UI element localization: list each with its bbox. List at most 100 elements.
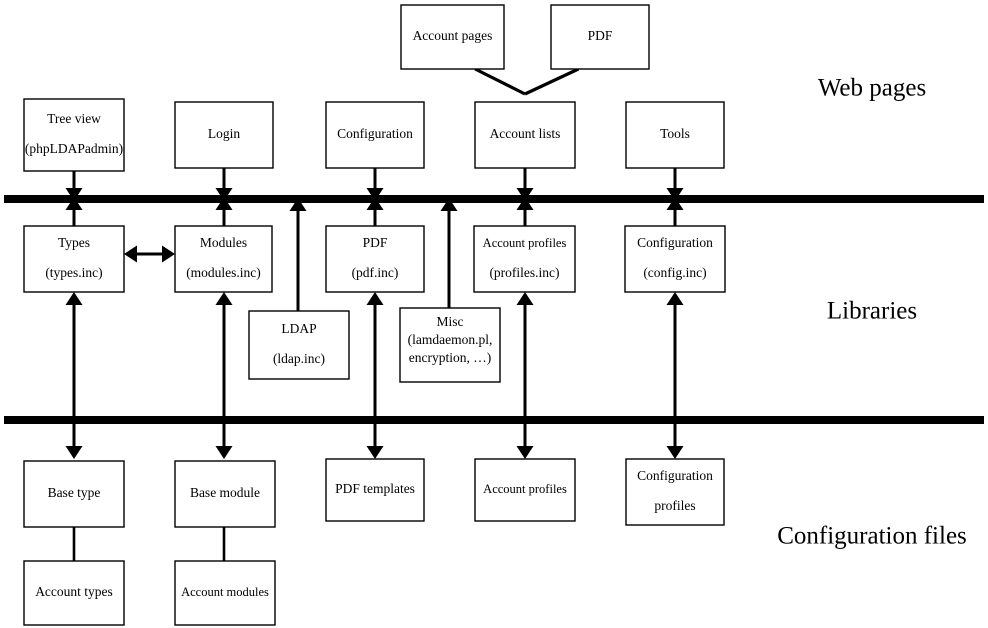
connection-pdf-top-to-account-lists bbox=[524, 67, 580, 96]
node-base-type[interactable]: Base type bbox=[23, 460, 125, 528]
node-label: (types.inc) bbox=[45, 265, 102, 280]
connection-account-profiles-lib-to-bus-upper bbox=[516, 197, 534, 226]
node-account-modules[interactable]: Account modules bbox=[174, 560, 276, 626]
node-tree-view[interactable]: Tree view(phpLDAPadmin) bbox=[23, 98, 125, 172]
node-label: PDF bbox=[588, 28, 613, 43]
node-box bbox=[624, 225, 726, 293]
arrow-head-down bbox=[215, 446, 233, 459]
connection-bus-lower-to-pdf-lib bbox=[366, 292, 384, 418]
node-box bbox=[325, 225, 425, 293]
node-base-module[interactable]: Base module bbox=[174, 460, 276, 528]
arrow-head-down bbox=[666, 188, 684, 201]
node-configuration-page[interactable]: Configuration bbox=[325, 101, 425, 169]
node-box bbox=[174, 225, 273, 293]
node-label: LDAP bbox=[281, 321, 316, 336]
node-label: Configuration bbox=[637, 468, 713, 483]
node-types-lib[interactable]: Types (types.inc) bbox=[23, 225, 125, 293]
node-label: PDF templates bbox=[335, 481, 415, 496]
node-box bbox=[23, 225, 125, 293]
node-box bbox=[23, 560, 125, 626]
connection-misc-lib-to-bus-upper bbox=[440, 198, 458, 311]
connection-tree-view-to-bus-upper bbox=[65, 168, 83, 201]
arrow-head-down bbox=[65, 446, 83, 459]
node-label: Tools bbox=[660, 126, 690, 141]
bus-bars-layer bbox=[4, 195, 984, 424]
arrow-head-down bbox=[65, 188, 83, 201]
node-modules-lib[interactable]: Modules (modules.inc) bbox=[174, 225, 273, 293]
node-label: (phpLDAPadmin) bbox=[25, 141, 123, 156]
node-box bbox=[625, 458, 725, 526]
band-label-web-pages: Web pages bbox=[818, 75, 926, 102]
arrow-head-left bbox=[124, 245, 137, 263]
node-label: Types bbox=[58, 235, 90, 250]
node-label: Modules bbox=[200, 235, 247, 250]
arrow-head-down bbox=[516, 446, 534, 459]
node-account-lists[interactable]: Account lists bbox=[474, 101, 576, 169]
node-box bbox=[625, 101, 725, 169]
node-account-types[interactable]: Account types bbox=[23, 560, 125, 626]
connection-bus-lower-to-configuration-profiles bbox=[666, 422, 684, 459]
arrow-head-down bbox=[215, 188, 233, 201]
fan-connector-line bbox=[524, 67, 580, 96]
connection-account-lists-to-bus-upper bbox=[516, 168, 534, 201]
node-misc-lib[interactable]: Misc(lamdaemon.pl,encryption, …) bbox=[399, 307, 501, 383]
arrow-head-up bbox=[215, 292, 233, 305]
node-pdf-lib[interactable]: PDF(pdf.inc) bbox=[325, 225, 425, 293]
connection-ldap-lib-to-bus-upper bbox=[289, 198, 307, 311]
connection-types-lib-to-bus-upper bbox=[65, 197, 83, 226]
node-tools[interactable]: Tools bbox=[625, 101, 725, 169]
connection-login-to-bus-upper bbox=[215, 168, 233, 201]
node-pdf-top[interactable]: PDF bbox=[550, 4, 650, 70]
node-label: Base type bbox=[48, 485, 101, 500]
node-pdf-templates[interactable]: PDF templates bbox=[325, 458, 425, 522]
arrow-head-up bbox=[666, 197, 684, 210]
band-label-libraries: Libraries bbox=[827, 298, 917, 325]
band-label-configuration-files: Configuration files bbox=[777, 523, 967, 550]
node-ldap-lib[interactable]: LDAP (ldap.inc) bbox=[248, 310, 350, 380]
arrow-head-up bbox=[666, 292, 684, 305]
node-box bbox=[400, 4, 505, 70]
arrow-head-up bbox=[289, 198, 307, 211]
node-label: Account modules bbox=[181, 585, 269, 599]
node-label: (config.inc) bbox=[643, 265, 706, 280]
connection-bus-lower-to-pdf-templates bbox=[366, 422, 384, 459]
connection-modules-lib-to-bus-upper bbox=[215, 197, 233, 226]
connection-bus-lower-to-account-profiles-lib bbox=[516, 292, 534, 418]
connections-layer bbox=[65, 67, 684, 561]
arrow-head-down bbox=[666, 446, 684, 459]
node-box bbox=[23, 460, 125, 528]
node-account-pages[interactable]: Account pages bbox=[400, 4, 505, 70]
arrow-head-up bbox=[65, 197, 83, 210]
connection-bus-lower-to-base-type bbox=[65, 422, 83, 459]
arrow-head-down bbox=[366, 188, 384, 201]
node-label: Misc bbox=[437, 314, 464, 329]
node-account-profiles-lib[interactable]: Account profiles(profiles.inc) bbox=[473, 225, 576, 293]
fan-connector-line bbox=[474, 67, 526, 96]
node-label: (profiles.inc) bbox=[489, 265, 559, 280]
connection-bus-lower-to-modules-lib bbox=[215, 292, 233, 418]
connection-pdf-lib-to-bus-upper bbox=[366, 197, 384, 226]
node-box bbox=[174, 460, 276, 528]
node-box bbox=[399, 307, 501, 383]
node-label: Configuration bbox=[637, 235, 713, 250]
node-label: (ldap.inc) bbox=[273, 351, 325, 366]
bus-bar-bus-lower bbox=[4, 416, 984, 424]
node-configuration-lib[interactable]: Configuration (config.inc) bbox=[624, 225, 726, 293]
node-label: Account pages bbox=[413, 28, 493, 43]
node-account-profiles-files[interactable]: Account profiles bbox=[474, 458, 576, 522]
node-label: Base module bbox=[190, 485, 260, 500]
node-box bbox=[474, 101, 576, 169]
node-label: (modules.inc) bbox=[186, 265, 261, 280]
connection-tools-to-bus-upper bbox=[666, 168, 684, 201]
arrow-head-up bbox=[516, 292, 534, 305]
arrow-head-down bbox=[366, 446, 384, 459]
connection-bus-lower-to-base-module bbox=[215, 422, 233, 459]
nodes-layer: Account pages PDF Tree view(phpLDAPadmin) L… bbox=[23, 4, 726, 626]
arrow-head-up bbox=[215, 197, 233, 210]
node-login[interactable]: Login bbox=[174, 101, 274, 169]
arrow-head-up bbox=[516, 197, 534, 210]
arrow-head-up bbox=[65, 292, 83, 305]
arrow-head-right bbox=[162, 245, 175, 263]
